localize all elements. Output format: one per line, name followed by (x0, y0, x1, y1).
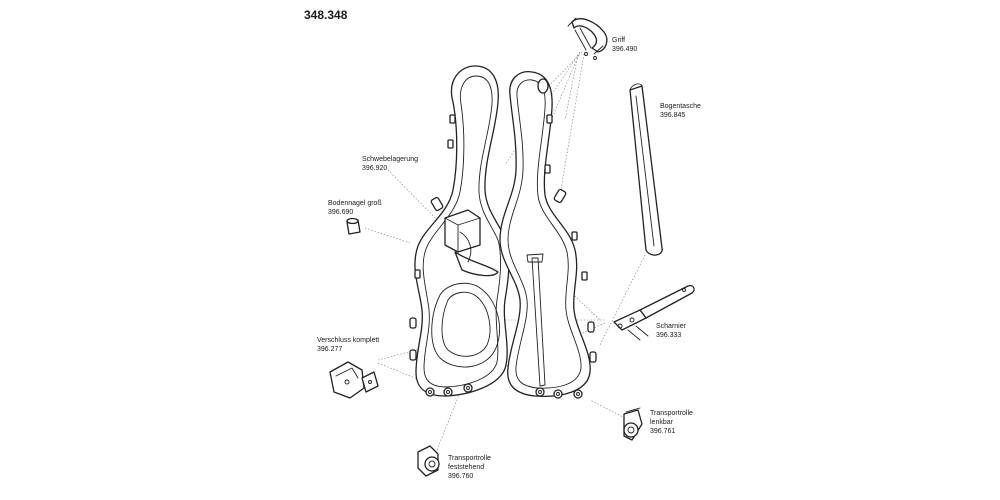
fixed-wheel-part (417, 445, 440, 477)
part-name: Transportrolle (448, 455, 491, 462)
part-number: 396.761 (650, 428, 676, 435)
part-number: 396.920 (362, 165, 388, 172)
hinge-part (613, 284, 695, 341)
label-bodennagel: Bodennagel groß 396.690 (328, 199, 382, 217)
latch-part (329, 361, 379, 399)
part-name: Verschluss komplett (317, 337, 380, 344)
part-number: 396.333 (656, 332, 682, 339)
case-right-half (499, 71, 597, 399)
swivel-wheel-part (623, 407, 643, 441)
part-number: 396.490 (612, 46, 638, 53)
part-name: Griff (612, 37, 626, 44)
label-schwebelagerung: Schwebelagerung 396.920 (362, 155, 418, 173)
part-subname: lenkbar (650, 419, 673, 426)
diagram-title: 348.348 (304, 8, 348, 22)
part-name: Scharnier (656, 323, 686, 330)
case-left-half (409, 65, 510, 397)
part-subname: feststehend (448, 464, 485, 471)
part-name: Transportrolle (650, 410, 693, 417)
label-transportrolle-feststehend: Transportrolle feststehend 396.760 (448, 454, 491, 481)
label-bogentasche: Bogentasche 396.845 (660, 102, 701, 120)
handle-part (567, 17, 608, 60)
endpin-part (346, 217, 361, 235)
label-transportrolle-lenkbar: Transportrolle lenkbar 396.761 (650, 409, 693, 436)
part-name: Bodennagel groß (328, 200, 382, 207)
part-number: 396.277 (317, 346, 343, 353)
part-name: Bogentasche (660, 103, 701, 110)
bow-pocket-part (629, 83, 663, 256)
label-griff: Griff 396.490 (612, 36, 637, 54)
part-number: 396.690 (328, 209, 354, 216)
wheels-left (425, 383, 473, 397)
part-number: 396.760 (448, 473, 474, 480)
label-verschluss: Verschluss komplett 396.277 (317, 336, 379, 354)
wheels-right (535, 387, 583, 399)
label-scharnier: Scharnier 396.333 (656, 322, 686, 340)
part-name: Schwebelagerung (362, 156, 419, 163)
part-number: 396.845 (660, 112, 686, 119)
